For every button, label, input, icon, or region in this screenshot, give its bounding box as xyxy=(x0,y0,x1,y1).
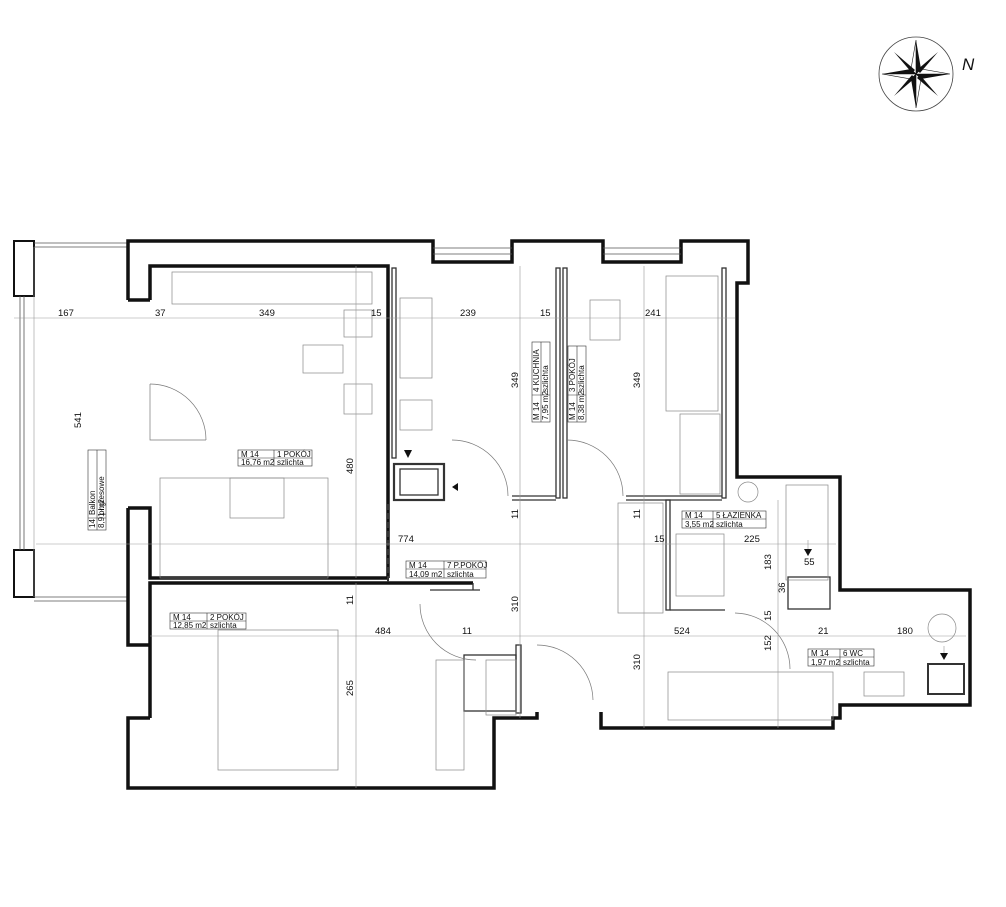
dim-label: 239 xyxy=(460,308,476,319)
balcony xyxy=(13,240,128,602)
room-code: 14 xyxy=(88,519,97,528)
room-finish: szlichta xyxy=(577,365,586,392)
doors xyxy=(149,383,791,701)
dim-label: 480 xyxy=(345,458,356,474)
room-label-przedpokoj: M 14 7 P.POKÓJ 14,09 m2 szlichta xyxy=(405,560,487,579)
room-label-kuchnia: M 14 4 KUCHNIA 7,95 m2 szlichta xyxy=(531,341,551,423)
dim-label: 310 xyxy=(510,596,521,612)
room-finish: szlichta xyxy=(447,570,474,579)
room-label-pokoj3: M 14 3 POKÓJ 8,38 m2 szlichta xyxy=(567,345,587,423)
dimension-lines xyxy=(14,247,966,788)
dim-label: 167 xyxy=(58,308,74,319)
dim-label: 15 xyxy=(763,610,774,621)
room-finish: pł.gresowe xyxy=(97,476,106,515)
room-finish: szlichta xyxy=(541,365,550,392)
dim-label: 349 xyxy=(632,372,643,388)
dim-label: 541 xyxy=(73,412,84,428)
interior-walls xyxy=(387,267,965,714)
dim-label: 15 xyxy=(540,308,551,319)
room-name: 7 P.POKÓJ xyxy=(447,561,487,570)
room-name: 4 KUCHNIA xyxy=(532,349,541,392)
room-area: 3,55 m2 xyxy=(685,520,714,529)
dim-label: 225 xyxy=(744,534,760,545)
dim-label: 180 xyxy=(897,626,913,637)
room-finish: szlichta xyxy=(843,658,870,667)
north-label: N xyxy=(962,55,975,74)
dim-label: 349 xyxy=(510,372,521,388)
room-code: M 14 xyxy=(409,561,427,570)
room-area: 16,76 m2 xyxy=(241,458,275,467)
dim-label: 55 xyxy=(804,557,815,568)
dimension-labels: 167 37 349 15 239 15 241 541 349 349 480… xyxy=(58,308,913,696)
dim-label: 524 xyxy=(674,626,690,637)
room-finish: szlichta xyxy=(210,621,237,630)
room-finish: szlichta xyxy=(277,458,304,467)
dim-label: 11 xyxy=(462,626,472,637)
room-label-wc: M 14 6 WC 1,97 m2 szlichta xyxy=(807,648,875,667)
dim-label: 37 xyxy=(155,308,166,319)
room-code: M 14 xyxy=(241,450,259,459)
room-name: 1 POKÓJ xyxy=(277,450,311,459)
dim-label: 21 xyxy=(818,626,829,637)
room-finish: szlichta xyxy=(716,520,743,529)
room-area: 14,09 m2 xyxy=(409,570,443,579)
room-area: 8,91 m2 xyxy=(97,499,106,528)
room-area: 1,97 m2 xyxy=(811,658,840,667)
room-name: 2 POKÓJ xyxy=(210,613,244,622)
dim-label: 152 xyxy=(763,635,774,651)
room-code: M 14 xyxy=(685,511,703,520)
room-code: M 14 xyxy=(173,613,191,622)
room-name: 5 ŁAZIENKA xyxy=(716,511,762,520)
dim-label: 11 xyxy=(510,509,521,519)
room-area: 8,38 m2 xyxy=(577,391,586,420)
dim-label: 11 xyxy=(345,595,356,605)
windows xyxy=(433,247,681,255)
furniture xyxy=(159,271,957,771)
room-code: M 14 xyxy=(568,402,577,420)
dim-label: 11 xyxy=(632,509,643,519)
dim-label: 15 xyxy=(371,308,382,319)
arrow-markers xyxy=(404,450,948,660)
compass-rose-icon xyxy=(878,36,954,112)
room-name: 6 WC xyxy=(843,649,863,658)
dim-label: 265 xyxy=(345,680,356,696)
room-code: M 14 xyxy=(532,402,541,420)
room-label-pokoj2: M 14 2 POKÓJ 12,85 m2 szlichta xyxy=(169,612,247,630)
dim-label: 241 xyxy=(645,308,661,319)
room-code: M 14 xyxy=(811,649,829,658)
exterior-walls xyxy=(126,239,972,790)
dim-label: 310 xyxy=(632,654,643,670)
room-name: Balkon xyxy=(88,491,97,515)
room-name: 3 POKÓJ xyxy=(568,358,577,392)
dim-label: 774 xyxy=(398,534,414,545)
room-label-balkon: 14 Balkon 8,91 m2 pł.gresowe xyxy=(87,449,107,531)
dim-label: 484 xyxy=(375,626,391,637)
room-label-lazienka: M 14 5 ŁAZIENKA 3,55 m2 szlichta xyxy=(681,510,767,529)
room-area: 12,85 m2 xyxy=(173,621,207,630)
room-label-pokoj1: M 14 1 POKÓJ 16,76 m2 szlichta xyxy=(237,449,313,467)
room-area: 7,95 m2 xyxy=(541,391,550,420)
dim-label: 36 xyxy=(777,582,788,593)
dim-label: 15 xyxy=(654,534,665,545)
dim-label: 349 xyxy=(259,308,275,319)
dim-label: 183 xyxy=(763,554,774,570)
